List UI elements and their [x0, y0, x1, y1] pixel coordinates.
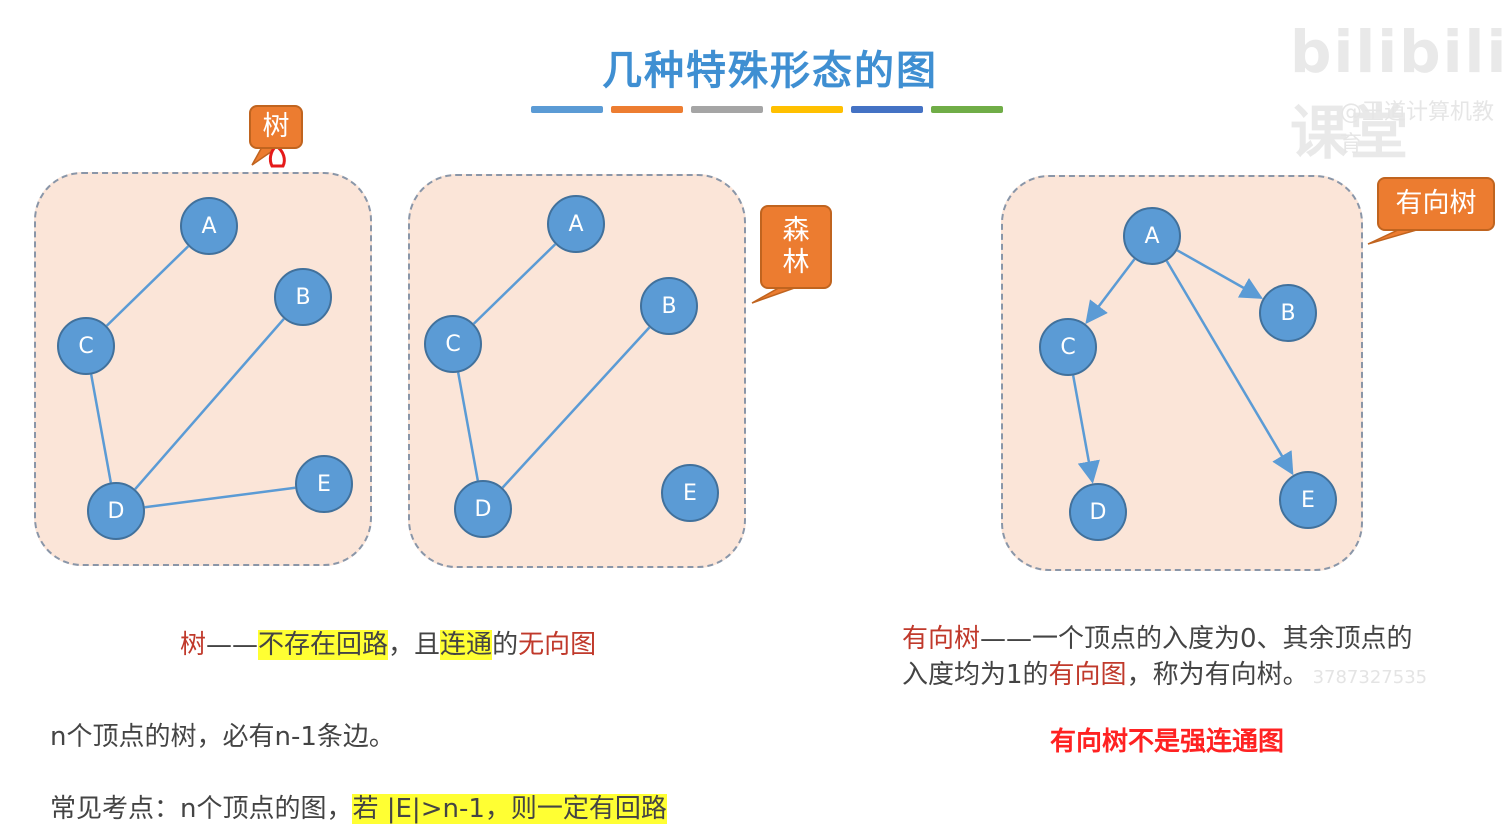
tree-def-connected: 连通: [440, 630, 493, 660]
tree-def-no-cycle: 不存在回路: [258, 630, 389, 660]
forest-node-D: D: [454, 480, 512, 538]
directed-tree-callout: 有向树: [1377, 177, 1495, 231]
tree-node-C: C: [57, 317, 115, 375]
exam-point-prefix: 常见考点：n个顶点的图，: [50, 794, 353, 824]
tree-node-E: E: [295, 455, 353, 513]
directed-node-D: D: [1069, 483, 1127, 541]
tree-def-term: 树: [180, 630, 207, 660]
directed-node-B: B: [1259, 284, 1317, 342]
tree-edge-count: n个顶点的树，必有n-1条边。: [50, 722, 395, 752]
forest-node-E: E: [661, 464, 719, 522]
directed-definition-line1: 有向树——一个顶点的入度为0、其余顶点的: [902, 618, 1413, 655]
accent-bars: [531, 106, 1003, 113]
directed-def-digraph: 有向图: [1048, 660, 1127, 690]
tree-def-dash: ——: [206, 630, 259, 660]
accent-bar: [691, 106, 763, 113]
directed-node-E: E: [1279, 471, 1337, 529]
accent-bar: [771, 106, 843, 113]
directed-def-indegree: 入度均为1的: [902, 660, 1049, 690]
directed-definition-line2: 入度均为1的有向图，称为有向树。3787327535: [902, 654, 1427, 691]
forest-node-B: B: [640, 277, 698, 335]
accent-bar: [931, 106, 1003, 113]
tree-node-A: A: [180, 197, 238, 255]
forest-callout-label: 森林: [782, 214, 810, 278]
directed-def-rest: ——一个顶点的入度为0、其余顶点的: [980, 624, 1413, 654]
directed-callout-tail: [1367, 228, 1421, 245]
tree-callout-tail: [251, 146, 281, 166]
forest-callout: 森林: [760, 205, 832, 289]
cursor-mark: [268, 144, 286, 168]
watermark-sub: @王道计算机教育: [1340, 100, 1495, 157]
accent-bar: [611, 106, 683, 113]
tree-def-of: 的: [492, 630, 519, 660]
tree-def-undirected: 无向图: [518, 630, 597, 660]
accent-bar: [851, 106, 923, 113]
exam-point: 常见考点：n个顶点的图，若 |E|>n-1，则一定有回路: [50, 788, 667, 825]
forest-node-A: A: [547, 195, 605, 253]
watermark-uid: 3787327535: [1312, 667, 1428, 688]
tree-definition: 树——不存在回路，且连通的无向图: [180, 624, 596, 661]
tree-def-and: ，且: [388, 630, 441, 660]
forest-node-C: C: [424, 315, 482, 373]
tree-node-D: D: [87, 482, 145, 540]
page-title: 几种特殊形态的图: [602, 48, 938, 94]
directed-def-term: 有向树: [902, 624, 981, 654]
watermark-logo: bilibili课堂: [1290, 18, 1507, 167]
tree-node-B: B: [274, 268, 332, 326]
exam-point-highlight: 若 |E|>n-1，则一定有回路: [352, 794, 667, 824]
not-strongly-connected-note: 有向树不是强连通图: [1050, 727, 1285, 757]
directed-node-C: C: [1039, 318, 1097, 376]
tree-callout: 树: [249, 105, 303, 149]
directed-def-called: ，称为有向树。: [1126, 660, 1309, 690]
accent-bar: [531, 106, 603, 113]
directed-node-A: A: [1123, 207, 1181, 265]
